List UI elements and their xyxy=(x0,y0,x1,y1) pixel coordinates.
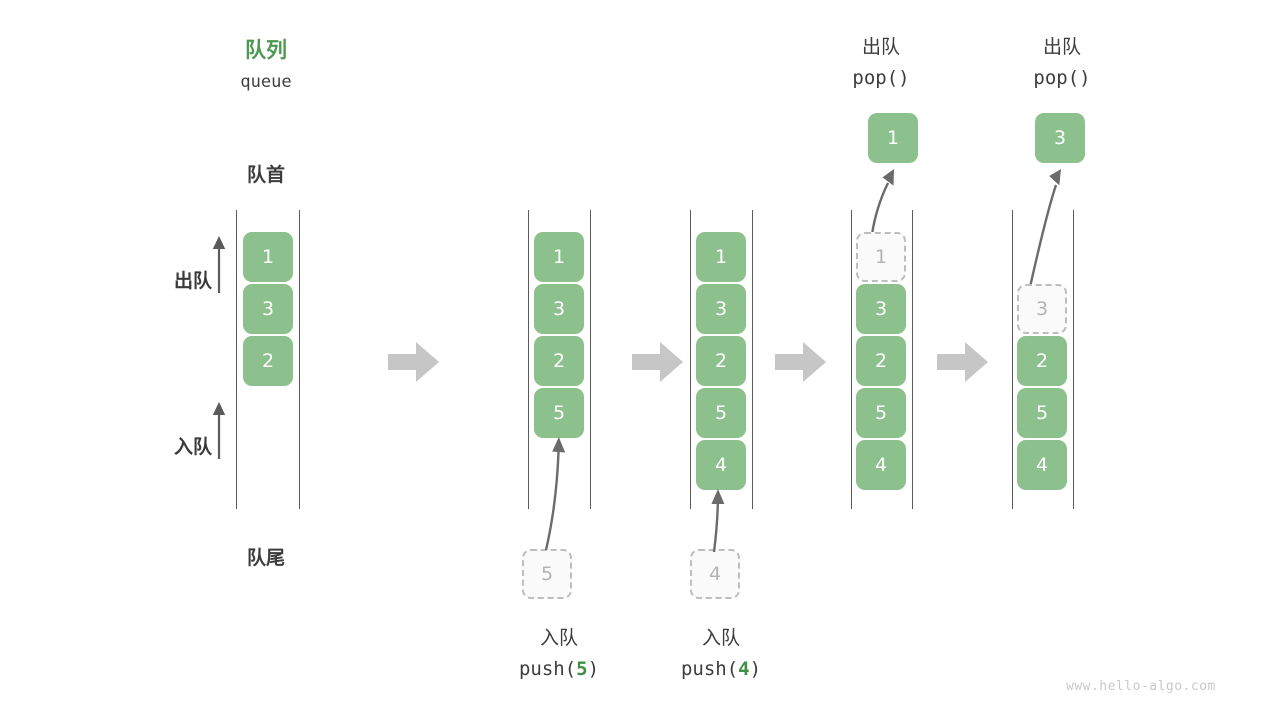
popped-element: 1 xyxy=(868,113,918,163)
queue-element-new: 4 xyxy=(696,440,746,490)
operation-label-cn: 入队 xyxy=(701,627,740,649)
operation-code-prefix: pop( xyxy=(852,67,899,89)
queue-rail-left xyxy=(236,210,237,509)
queue-rail-left xyxy=(690,210,691,509)
rear-label: 队尾 xyxy=(246,547,285,569)
queue-element: 4 xyxy=(856,440,906,490)
figure-title-en: queue xyxy=(240,72,292,92)
operation-code-arg: 5 xyxy=(576,658,588,680)
enqueue-motion-arrow-icon xyxy=(711,489,725,553)
watermark: www.hello-algo.com xyxy=(1066,679,1216,694)
queue-element-new: 5 xyxy=(534,388,584,438)
queue-element: 1 xyxy=(243,232,293,282)
queue-element: 5 xyxy=(696,388,746,438)
queue-element: 2 xyxy=(1017,336,1067,386)
operation-label-cn: 入队 xyxy=(539,627,578,649)
operation-label-code: push(5) xyxy=(489,658,629,680)
dequeue-direction-label: 出队 xyxy=(173,270,212,292)
operation-code-suffix: ) xyxy=(898,67,910,89)
queue-element: 3 xyxy=(534,284,584,334)
queue-element-removed: 3 xyxy=(1017,284,1067,334)
queue-element: 2 xyxy=(243,336,293,386)
queue-rail-right xyxy=(752,210,753,509)
queue-element: 5 xyxy=(1017,388,1067,438)
operation-label-code: pop() xyxy=(992,67,1132,89)
operation-code-suffix: ) xyxy=(749,658,762,680)
queue-element: 3 xyxy=(856,284,906,334)
flow-arrow-icon xyxy=(388,342,439,382)
dequeue-direction-arrow-icon xyxy=(212,236,226,293)
popped-element: 3 xyxy=(1035,113,1085,163)
operation-code-prefix: pop( xyxy=(1033,67,1080,89)
flow-arrow-icon xyxy=(937,342,988,382)
queue-element: 4 xyxy=(1017,440,1067,490)
operation-label-code: push(4) xyxy=(651,658,791,680)
queue-rail-left xyxy=(851,210,852,509)
enqueue-motion-arrow-icon xyxy=(544,437,566,551)
queue-rail-right xyxy=(299,210,300,509)
dequeue-motion-arrow-icon xyxy=(870,169,894,236)
queue-rail-right xyxy=(912,210,913,509)
front-label: 队首 xyxy=(246,164,285,186)
incoming-element-ghost: 5 xyxy=(522,549,572,599)
dequeue-motion-arrow-icon xyxy=(1028,169,1061,288)
operation-code-arg: 4 xyxy=(738,658,750,680)
queue-rail-left xyxy=(528,210,529,509)
flow-arrow-icon xyxy=(775,342,826,382)
figure-title-cn: 队列 xyxy=(245,38,287,62)
queue-element: 2 xyxy=(696,336,746,386)
queue-element-removed: 1 xyxy=(856,232,906,282)
queue-element: 3 xyxy=(243,284,293,334)
queue-rail-right xyxy=(590,210,591,509)
operation-label-cn: 出队 xyxy=(861,36,900,58)
queue-rail-left xyxy=(1012,210,1013,509)
incoming-element-ghost: 4 xyxy=(690,549,740,599)
queue-element: 1 xyxy=(534,232,584,282)
queue-element: 2 xyxy=(534,336,584,386)
queue-element: 5 xyxy=(856,388,906,438)
enqueue-direction-arrow-icon xyxy=(212,402,226,459)
queue-element: 3 xyxy=(696,284,746,334)
operation-code-prefix: push( xyxy=(518,658,577,680)
queue-element: 2 xyxy=(856,336,906,386)
queue-element: 1 xyxy=(696,232,746,282)
operation-code-prefix: push( xyxy=(680,658,739,680)
flow-arrow-icon xyxy=(632,342,683,382)
operation-label-code: pop() xyxy=(811,67,951,89)
operation-code-suffix: ) xyxy=(1079,67,1091,89)
operation-label-cn: 出队 xyxy=(1042,36,1081,58)
queue-rail-right xyxy=(1073,210,1074,509)
enqueue-direction-label: 入队 xyxy=(173,436,212,458)
operation-code-suffix: ) xyxy=(587,658,600,680)
